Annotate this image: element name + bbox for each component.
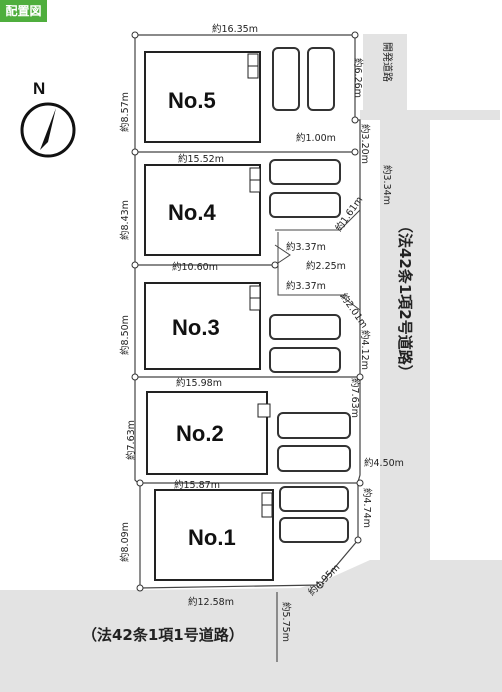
dim-right-4-50: 約4.50m [364,457,404,469]
dim-no4-depth: 約8.43m [119,200,131,240]
lot-label-no3: No.3 [172,315,220,340]
house-no4 [144,164,261,256]
dim-no2-top: 約15.98m [176,377,222,389]
dim-right-4-74: 約4.74m [361,488,373,528]
dim-no1-top: 約15.87m [174,479,220,491]
lot-label-no4: No.4 [168,200,216,225]
car [272,47,300,111]
lot-dividers [135,151,360,484]
dim-no5-depth: 約8.57m [119,92,131,132]
car [269,192,341,218]
east-road-area [360,110,502,692]
car [269,159,341,185]
house-no5 [144,51,261,143]
dim-right-1-00: 約1.00m [296,132,336,144]
parking-cars [269,47,351,543]
dim-no2-right: 約7.63m [349,378,361,418]
east-road-strip [380,120,420,560]
dim-right-3-20: 約3.20m [359,124,371,164]
north-compass-icon: N [20,79,76,158]
dim-no3-depth: 約8.50m [119,315,131,355]
private-road-label: 開発道路 [381,42,394,82]
dim-road-width: 約5.75m [280,602,292,642]
car [269,314,341,340]
dim-bay-bottom: 約3.37m [286,280,326,292]
south-road-label: （法42条1項1号道路） [82,626,244,644]
lot-label-no1: No.1 [188,525,236,550]
car [277,445,351,472]
bay-outline [277,232,345,296]
compass-north-label: N [33,79,45,98]
east-road-label: （法42条1項2号道路） [396,218,414,380]
dim-right-3-34: 約3.34m [381,165,393,205]
dim-bay-mid: 約2.25m [306,260,346,272]
east-road-text: （法42条1項2号道路） [396,218,414,380]
car [277,412,351,439]
dim-no3-top: 約10.60m [172,261,218,273]
car [269,347,341,373]
private-road-area [363,34,407,116]
dim-bottom-width: 約12.58m [188,596,234,608]
dim-no4-top: 約15.52m [178,153,224,165]
boundary-markers [131,31,364,592]
title-badge: 配置図 [0,0,47,22]
dim-bay-top: 約3.37m [286,241,326,253]
car [279,517,349,543]
lot-label-no2: No.2 [176,421,224,446]
dim-no1-depth: 約8.09m [119,522,131,562]
house-no1 [154,489,274,581]
house-no2 [146,391,271,475]
south-road-area [0,560,410,692]
lot-label-no5: No.5 [168,88,216,113]
house-no3 [144,282,261,370]
car [307,47,335,111]
dim-no2-depth: 約7.63m [125,420,137,460]
car [279,486,349,512]
dim-right-4-12: 約4.12m [359,330,371,370]
dim-top-width: 約16.35m [212,23,258,35]
dim-no5-right: 約6.26m [352,58,364,98]
